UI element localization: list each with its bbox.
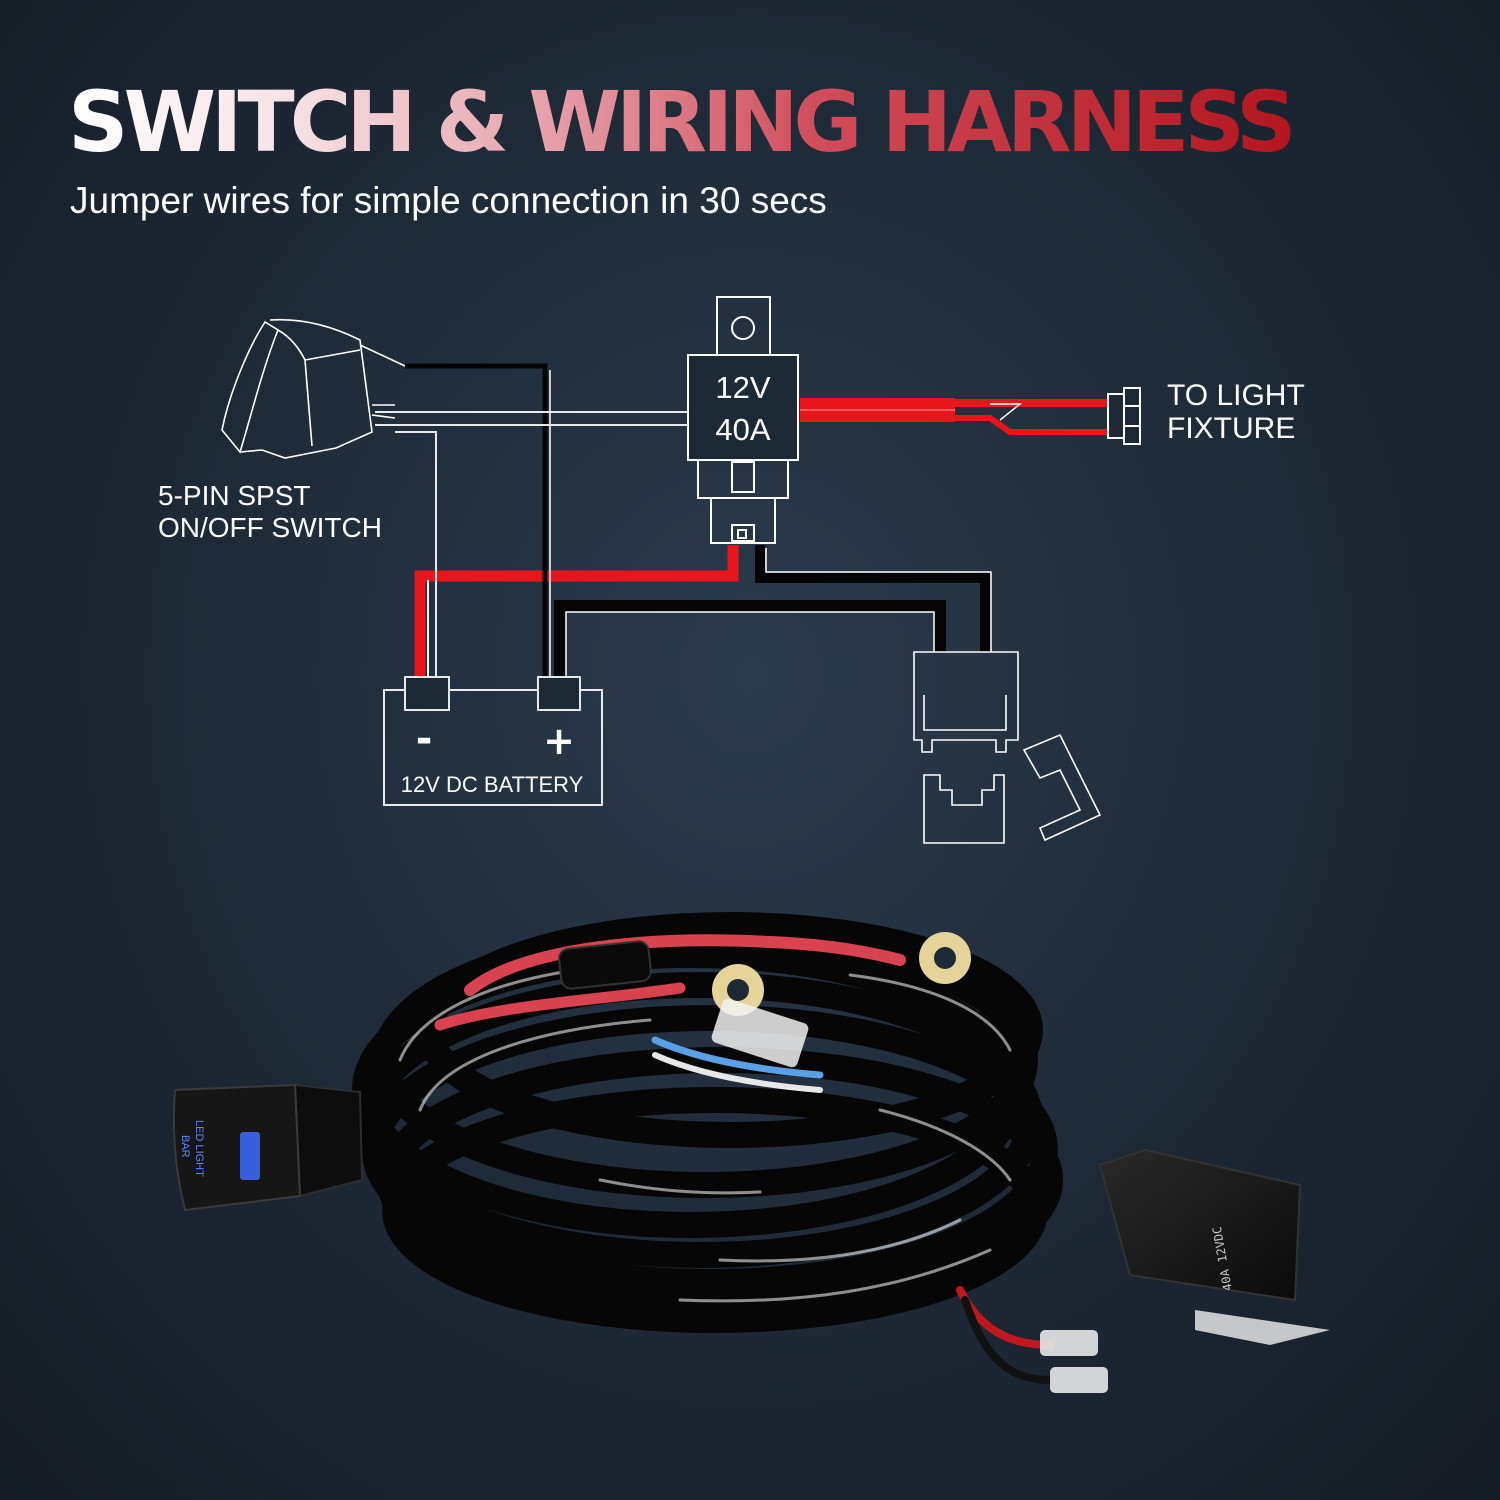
rocker-switch-icon (221, 318, 406, 459)
cable-bundle (352, 912, 1063, 1384)
black-fuse-wire (755, 545, 990, 652)
light-fixture-label-line2: FIXTURE (1167, 412, 1295, 445)
switch-black-wire (405, 363, 548, 678)
wiring-diagram: 12V 40A TO LIGHT FIXTURE 5-PIN SPST ON/O… (158, 296, 1305, 844)
ring-terminal (919, 932, 971, 984)
page-title: SWITCH & WIRING HARNESS (68, 73, 1297, 171)
light-fixture-label-line1: TO LIGHT (1167, 379, 1305, 412)
diagram-wires (375, 363, 1110, 678)
fuse-holder-icon (913, 651, 1102, 844)
battery-minus-label: - (416, 716, 433, 762)
inline-fuse-holder (558, 940, 652, 990)
page-subtitle: Jumper wires for simple connection in 30… (70, 180, 827, 221)
inline-connector (711, 998, 809, 1068)
light-connector (1107, 387, 1141, 445)
relay-label-line1: 12V (715, 370, 770, 405)
switch-label-line1: 5-PIN SPST (158, 480, 310, 511)
black-battery-wire (554, 600, 946, 678)
relay-label-line2: 40A (715, 412, 770, 447)
switch-ground-wire (395, 431, 437, 678)
product-switch-text-line1: LED LIGHT (193, 1120, 205, 1177)
battery-icon (383, 676, 603, 806)
product-rocker-switch: LED LIGHT BAR (172, 1083, 364, 1212)
battery-label: 12V DC BATTERY (401, 772, 584, 797)
product-switch-text-line2: BAR (179, 1135, 191, 1158)
product-relay: 40A 12VDC (1098, 1148, 1330, 1345)
battery-plus-label: + (543, 719, 575, 763)
switch-label-line2: ON/OFF SWITCH (158, 512, 382, 543)
red-battery-wire (414, 545, 739, 678)
spade-terminal (1040, 1330, 1108, 1393)
relay-icon (687, 296, 799, 544)
